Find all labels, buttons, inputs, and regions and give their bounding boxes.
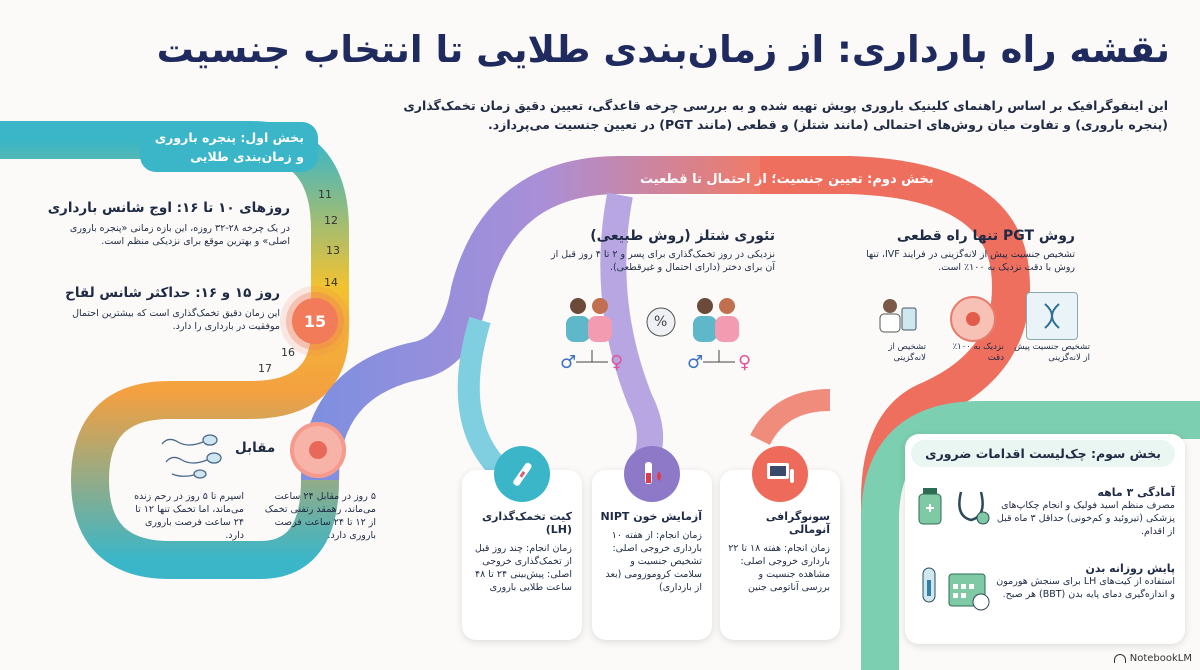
section3-panel: بخش سوم: چک‌لیست اقدامات ضروری آمادگی ۳ … — [905, 434, 1185, 644]
sperm-icon — [158, 428, 228, 480]
pgt-title: روش PGT تنها راه قطعی — [896, 228, 1075, 244]
pgt-icon-label-2: نزدیک به ۱۰۰٪ دقت — [952, 342, 1004, 363]
checklist-item-2-title: پایش روزانه بدن — [1085, 562, 1175, 575]
nipt-body: زمان انجام: از هفته ۱۰ بارداری خروجی اصل… — [605, 530, 702, 593]
stethoscope-icon — [913, 486, 1001, 534]
percent-symbol: % — [654, 314, 668, 330]
day-13: 13 — [326, 244, 340, 257]
egg-icon — [290, 422, 346, 478]
test-card-ultrasound: سونوگرافی آنومالی زمان انجام: هفته ۱۸ تا… — [720, 446, 840, 640]
peak-window: روزهای ۱۰ تا ۱۶: اوج شانس بارداری در یک … — [40, 200, 290, 248]
pgt-icon-label-1: تشخیص جنسیت پیش از لانه‌گزینی — [1014, 342, 1090, 363]
ultrasound-icon — [752, 446, 808, 502]
day-15-highlight: 15 — [292, 298, 338, 344]
brand-watermark: NotebookLM — [1113, 653, 1192, 664]
checklist-item-2-text: استفاده از کیت‌های LH برای سنجش هورمون و… — [996, 576, 1175, 600]
day-11: 11 — [318, 188, 332, 201]
couple-right-icon — [693, 298, 739, 342]
svg-text:♂: ♂ — [560, 352, 576, 373]
page-title: نقشه راه بارداری: از زمان‌بندی طلایی تا … — [156, 28, 1170, 71]
svg-text:♂: ♂ — [687, 352, 703, 373]
couples-illustration: ♂ ♂ ♀ ♀ — [560, 298, 751, 373]
lab-doctor-icon — [874, 296, 920, 338]
nipt-title: آزمایش خون NIPT — [600, 510, 702, 523]
sperm-text: اسپرم تا ۵ روز در رحم زنده می‌ماند، اما … — [134, 491, 244, 541]
notebooklm-logo-icon — [1113, 654, 1126, 663]
day-17: 17 — [258, 362, 272, 375]
checklist-item-2: پایش روزانه بدن استفاده از کیت‌های LH بر… — [995, 562, 1175, 601]
shettles-text: نزدیکی در روز تخمک‌گذاری برای پسر و ۲ تا… — [551, 249, 775, 273]
checklist-item-1: آمادگی ۳ ماهه مصرف منظم اسید فولیک و انج… — [995, 486, 1175, 538]
checklist-item-1-text: مصرف منظم اسید فولیک و انجام چکاپ‌های پز… — [996, 500, 1175, 537]
couple-left-icon — [566, 298, 612, 342]
pgt-icon-label-3: تشخیص از لانه‌گزینی — [888, 342, 926, 363]
day-12: 12 — [324, 214, 338, 227]
day-14: 14 — [324, 276, 338, 289]
dna-icon — [1026, 292, 1078, 340]
svg-text:♀: ♀ — [738, 352, 751, 373]
egg-text: ۵ روز در مقابل ۲۴ ساعت می‌ماند، رهمقد رت… — [264, 491, 376, 541]
section3-label: بخش سوم: چک‌لیست اقدامات ضروری — [911, 440, 1175, 467]
calendar-thermometer-icon — [913, 564, 1001, 614]
checklist-item-1-title: آمادگی ۳ ماهه — [1097, 486, 1175, 499]
blood-test-icon — [624, 446, 680, 502]
section2-label: بخش دوم: تعیین جنسیت؛ از احتمال تا قطعیت — [640, 172, 934, 187]
max-chance-title: روز ۱۵ و ۱۶: حداکثر شانس لقاح — [65, 285, 280, 301]
pgt-text: تشخیص جنسیت پیش از لانه‌گزینی در فرایند … — [866, 249, 1075, 273]
page-subtitle: این اینفوگرافیک بر اساس راهنمای کلینیک ب… — [403, 98, 1168, 132]
lh-kit-icon — [494, 446, 550, 502]
ultrasound-title: سونوگرافی آنومالی — [765, 510, 830, 536]
test-card-nipt: آزمایش خون NIPT زمان انجام: از هفته ۱۰ ب… — [592, 446, 712, 640]
test-card-lh: کیت تخمک‌گذاری (LH) زمان انجام: چند روز … — [462, 446, 582, 640]
section1-label: بخش اول: پنجره باروری و زمان‌بندی طلایی — [140, 122, 318, 172]
pgt-method: روش PGT تنها راه قطعی تشخیص جنسیت پیش از… — [850, 228, 1075, 274]
max-chance-text: این زمان دقیق تخمک‌گذاری است که بیشترین … — [72, 308, 280, 332]
peak-window-text: در یک چرخه ۲۸-۳۲ روزه، این بازه زمانی «پ… — [69, 223, 290, 247]
lh-body: زمان انجام: چند روز قبل از تخمک‌گذاری خر… — [474, 543, 572, 593]
max-chance: روز ۱۵ و ۱۶: حداکثر شانس لقاح این زمان د… — [40, 285, 280, 333]
pgt-icons: تشخیص جنسیت پیش از لانه‌گزینی نزدیک به ۱… — [860, 292, 1090, 382]
shettles-theory: تئوری شتلز (روش طبیعی) نزدیکی در روز تخم… — [545, 228, 775, 274]
lh-title: کیت تخمک‌گذاری (LH) — [482, 510, 572, 536]
versus-label: مقابل — [235, 440, 276, 456]
svg-text:♀: ♀ — [610, 352, 623, 373]
day-16: 16 — [281, 346, 295, 359]
shettles-title: تئوری شتلز (روش طبیعی) — [590, 228, 775, 244]
peak-window-title: روزهای ۱۰ تا ۱۶: اوج شانس بارداری — [47, 200, 290, 216]
brand-label: NotebookLM — [1129, 653, 1192, 664]
ultrasound-body: زمان انجام: هفته ۱۸ تا ۲۲ بارداری خروجی … — [728, 543, 830, 593]
embryo-icon — [950, 296, 996, 342]
